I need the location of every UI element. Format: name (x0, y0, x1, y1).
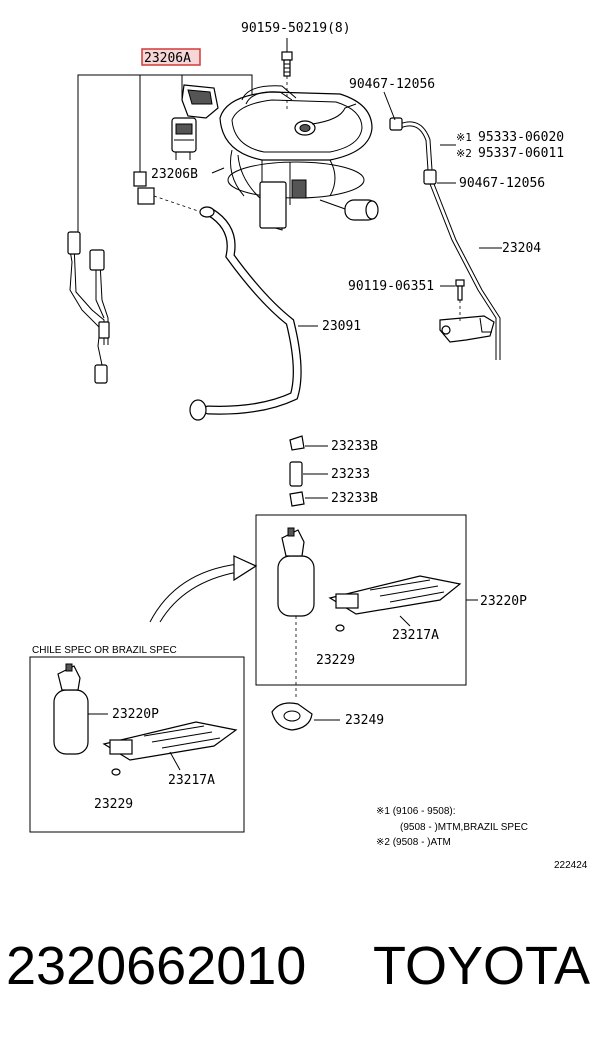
inset-box (29, 656, 245, 833)
parts-diagram: 90159-50219(8) 23206A 90467-12056 ※1 953… (29, 21, 588, 871)
spacer-23233 (289, 461, 303, 487)
note-line-3: ※2 (9508 - )ATM (376, 837, 451, 848)
inset-label-23229: 23229 (94, 797, 133, 812)
wiring-harness (67, 231, 110, 384)
hose-23091 (189, 206, 318, 421)
label-bolt-90159: 90159-50219(8) (241, 21, 351, 36)
part-number: 2320662010 (6, 936, 307, 996)
pump-sender-assembly (219, 85, 379, 231)
highlight-23206a (141, 48, 201, 66)
label-23206b: 23206B (151, 167, 198, 182)
label-23206a: 23206A (144, 51, 191, 66)
labels: 90159-50219(8) 23206A 90467-12056 ※1 953… (32, 21, 588, 871)
label-23091: 23091 (322, 319, 361, 334)
label-23249: 23249 (345, 713, 384, 728)
inset-label-23217a: 23217A (168, 773, 215, 788)
label-clamp-lower: 90467-12056 (459, 176, 545, 191)
cushion-23233b-bot (289, 491, 305, 507)
note-line-2: (9508 - )MTM,BRAZIL SPEC (400, 822, 528, 833)
label-23233b-top: 23233B (331, 439, 378, 454)
cushion-23233b-top (289, 435, 305, 451)
note-line-1: ※1 (9106 - 9508): (376, 806, 456, 817)
pipe-23204 (389, 117, 502, 360)
pump-box (255, 514, 478, 700)
label-23220p: 23220P (480, 594, 527, 609)
bolt-90119 (455, 279, 465, 322)
label-23204: 23204 (502, 241, 541, 256)
footer: 2320662010 TOYOTA (0, 935, 600, 1005)
harness-leader-bracket (77, 74, 253, 242)
inset-label-23220p: 23220P (112, 707, 159, 722)
label-clamp-upper: 90467-12056 (349, 77, 435, 92)
label-23233b-bot: 23233B (331, 491, 378, 506)
bracket-23249 (271, 702, 340, 731)
brand-name: TOYOTA (372, 936, 590, 996)
label-23217a: 23217A (392, 628, 439, 643)
label-23229: 23229 (316, 653, 355, 668)
label-95337: 95337-06011 (478, 146, 564, 161)
label-23233: 23233 (331, 467, 370, 482)
inset-title: CHILE SPEC OR BRAZIL SPEC (32, 645, 177, 656)
bolt-90159 (281, 38, 293, 110)
label-95333: 95333-06020 (478, 130, 564, 145)
figure-number: 222424 (554, 860, 588, 871)
curved-arrow (149, 555, 258, 623)
label-bolt-90119: 90119-06351 (348, 279, 434, 294)
connector-23206a (171, 84, 219, 160)
mark-note1: ※1 (456, 131, 472, 144)
mark-note2: ※2 (456, 147, 472, 160)
